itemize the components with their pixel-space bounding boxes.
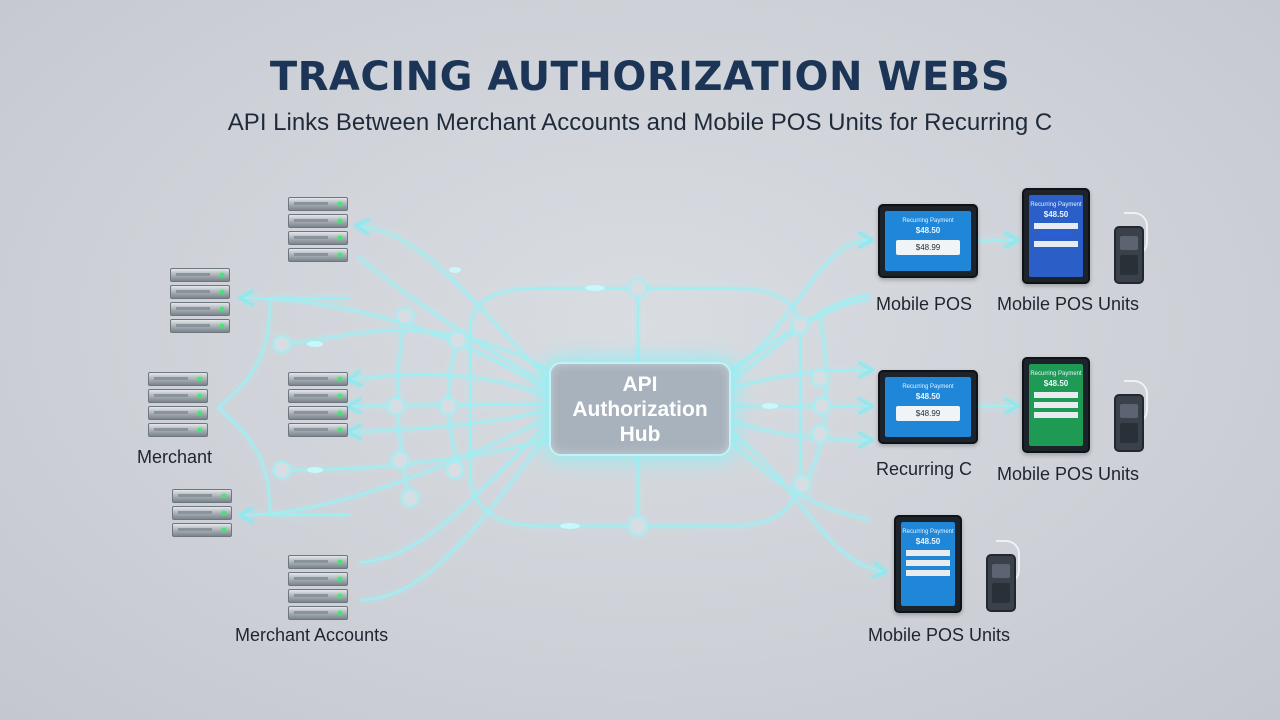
- server-icon: [288, 197, 348, 265]
- server-icon: [170, 268, 230, 336]
- server-icon: [172, 489, 232, 540]
- tablet-icon: Recurring Payment $48.50: [894, 515, 962, 613]
- recurring-label: Recurring C: [876, 459, 973, 479]
- tablet-icon: Recurring Payment $48.50 $48.99: [878, 370, 978, 444]
- merchant-label: Merchant: [137, 447, 213, 467]
- diagram-subtitle: API Links Between Merchant Accounts and …: [227, 109, 1053, 136]
- mobile-pos-units-label: Mobile POS Units: [997, 294, 1140, 314]
- tablet-icon: Recurring Payment $48.50 $48.99: [878, 204, 978, 278]
- mobile-pos-units-label: Mobile POS Units: [997, 464, 1140, 484]
- card-reader-icon: [1114, 226, 1144, 284]
- tablet-icon: Recurring Payment $48.50: [1022, 357, 1090, 453]
- server-icon: [288, 555, 348, 623]
- card-reader-icon: [1114, 394, 1144, 452]
- api-authorization-hub: API Authorization Hub: [549, 362, 731, 456]
- diagram-title: TRACING AUTHORIZATION WEBS: [269, 54, 1011, 100]
- mobile-pos-label: Mobile POS: [876, 294, 973, 314]
- card-reader-icon: [986, 554, 1016, 612]
- merchant-accounts-label: Merchant Accounts: [235, 625, 389, 645]
- mobile-pos-units-label: Mobile POS Units: [868, 625, 1011, 645]
- server-icon: [288, 372, 348, 440]
- outer-loop: [469, 287, 801, 527]
- tablet-icon: Recurring Payment $48.50: [1022, 188, 1090, 284]
- server-icon: [148, 372, 208, 440]
